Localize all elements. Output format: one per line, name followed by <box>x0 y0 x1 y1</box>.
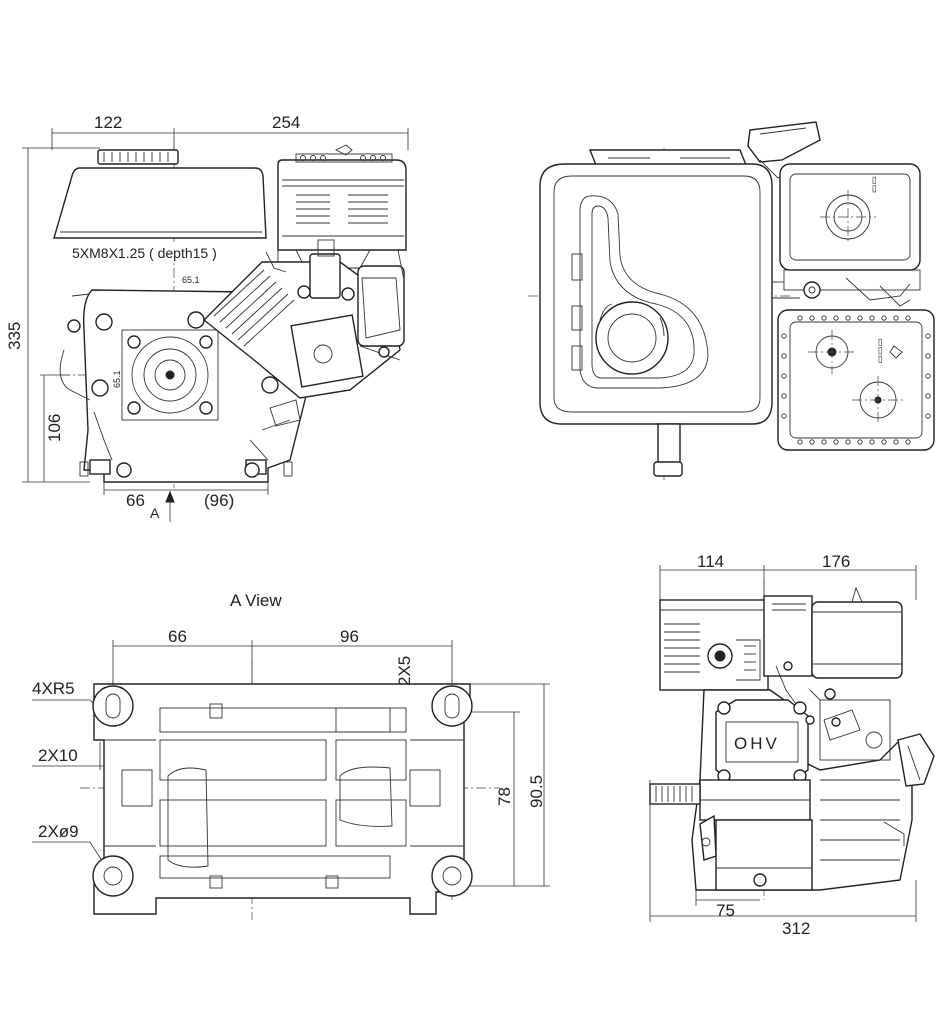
a-view-title: A View <box>230 591 282 610</box>
a-view-slot-radius: 4XR5 <box>32 679 75 698</box>
a-view-inner-height: 78 <box>495 787 514 806</box>
rear-cover-text: OHV <box>734 734 780 753</box>
side-view: ▭▭ <box>528 121 935 480</box>
a-view-dim-top-right: 96 <box>340 627 359 646</box>
a-view: A View <box>32 591 550 920</box>
air-cleaner <box>277 144 407 269</box>
front-small-dim-a: 65.1 <box>182 275 200 285</box>
side-fuel-tank <box>539 149 773 477</box>
front-dim-height: 335 <box>5 322 24 350</box>
a-view-outer-height: 90.5 <box>527 775 546 808</box>
front-view-marker: A <box>150 505 160 521</box>
side-muffler: ▭▭ <box>772 163 921 307</box>
a-view-base-plate <box>92 683 473 915</box>
svg-text:▭▭▭: ▭▭▭ <box>876 338 886 364</box>
fuel-tank <box>53 149 267 239</box>
front-small-dim-b: 65.1 <box>112 370 122 388</box>
a-view-dimension-lines <box>32 640 550 887</box>
front-dim-top-left: 122 <box>94 113 122 132</box>
front-dim-base-left: 66 <box>126 491 145 510</box>
rear-dim-base-left: 75 <box>716 901 735 920</box>
front-view: 122 254 335 106 66 (96) A 5XM8X1.25 ( de… <box>5 113 409 522</box>
rear-dim-total-width: 312 <box>782 919 810 938</box>
front-dim-base-height: 106 <box>45 414 64 442</box>
a-view-dim-top-left: 66 <box>168 627 187 646</box>
a-view-hole-diameter: 2Xø9 <box>38 822 79 841</box>
front-dim-top-right: 254 <box>272 113 300 132</box>
rear-fuel-tank <box>659 599 769 691</box>
a-view-slot-length: 2X10 <box>38 746 78 765</box>
a-view-slot-width: 2X5 <box>395 656 414 686</box>
cylinder-head <box>202 239 405 399</box>
rear-view: OHV <box>649 552 935 938</box>
front-dim-base-right: (96) <box>204 491 234 510</box>
svg-text:▭▭: ▭▭ <box>870 176 880 193</box>
rear-crankcase: OHV <box>649 661 935 891</box>
side-crankcase-cover: ▭▭▭ <box>777 309 935 451</box>
front-thread-note: 5XM8X1.25 ( depth15 ) <box>72 245 217 261</box>
rear-dim-top-right: 176 <box>822 552 850 571</box>
rear-dim-top-left: 114 <box>697 552 724 571</box>
